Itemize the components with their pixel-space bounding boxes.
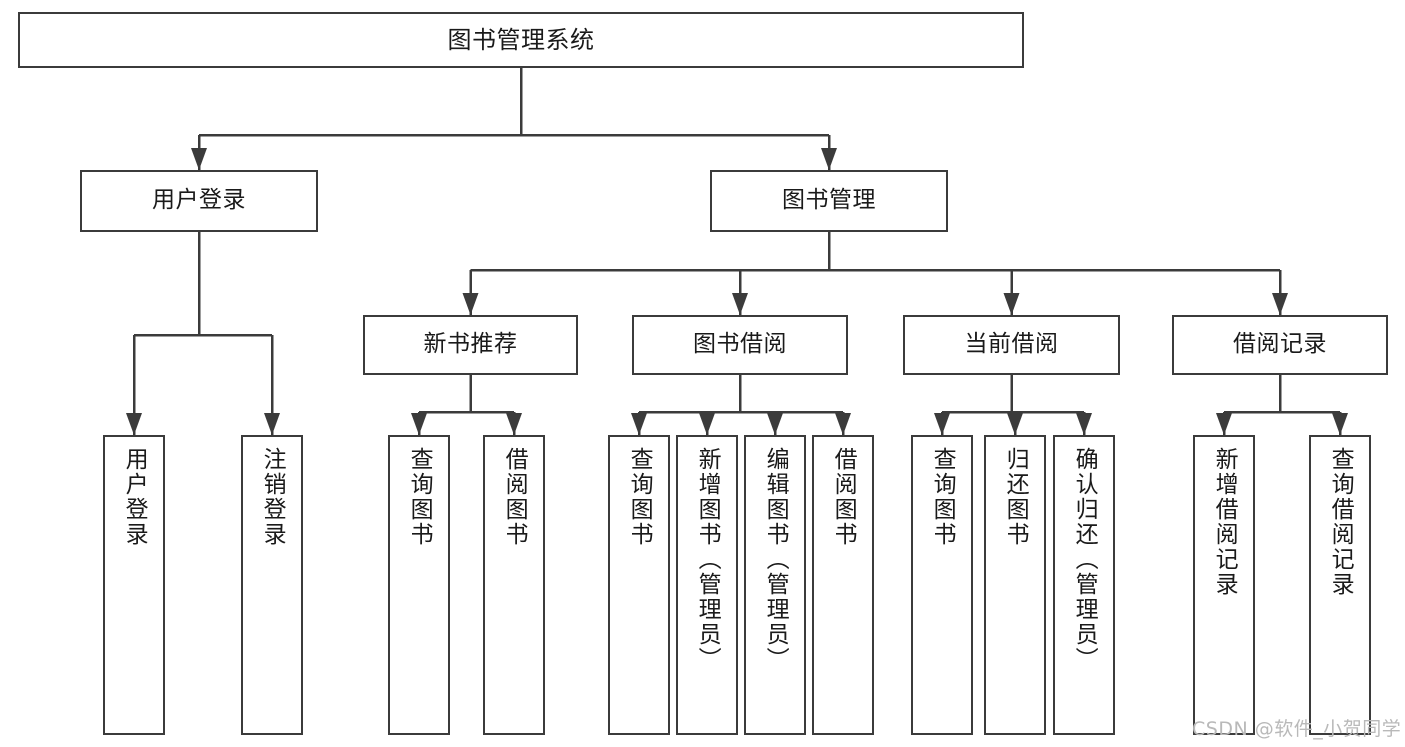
node-label: 注销登录 [259,447,286,547]
connector-arrowhead [821,148,837,170]
node-label: 归还图书 [1002,447,1029,547]
node-label: 借阅图书 [501,447,528,547]
node-current-borrow: 当前借阅 [903,315,1120,375]
connector-arrowhead [934,413,950,435]
node-leaf-borrow-query-book: 查询图书 [608,435,670,735]
connector-arrowhead [264,413,280,435]
node-label: 查询图书 [929,447,956,547]
node-leaf-cur-query-book: 查询图书 [911,435,973,735]
node-borrow-record: 借阅记录 [1172,315,1388,375]
connector-arrowhead [1076,413,1092,435]
node-label: 编辑图书（管理员） [762,447,789,672]
node-root: 图书管理系统 [18,12,1024,68]
node-label: 当前借阅 [964,331,1059,358]
connector-arrowhead [411,413,427,435]
node-label: 借阅图书 [830,447,857,547]
node-label: 图书管理系统 [447,25,595,54]
connector-arrowhead [126,413,142,435]
connector-arrowhead [1003,293,1020,315]
node-leaf-borrow-add-book: 新增图书（管理员） [676,435,738,735]
node-book-borrow: 图书借阅 [632,315,848,375]
node-label: 确认归还（管理员） [1071,447,1098,672]
node-leaf-user-login: 用户登录 [103,435,165,735]
node-label: 查询图书 [626,447,653,547]
node-leaf-rec-query-record: 查询借阅记录 [1309,435,1371,735]
node-label: 查询图书 [406,447,433,547]
connector-arrowhead [1332,413,1348,435]
node-label: 查询借阅记录 [1327,447,1354,597]
connector-arrowhead [699,413,715,435]
connector-arrowhead [732,293,748,315]
node-label: 新增借阅记录 [1211,447,1238,597]
node-new-book-rec: 新书推荐 [363,315,578,375]
node-leaf-rec-add-record: 新增借阅记录 [1193,435,1255,735]
node-book-manage: 图书管理 [710,170,948,232]
node-user-login: 用户登录 [80,170,318,232]
node-leaf-cur-return-book: 归还图书 [984,435,1046,735]
connector-arrowhead [767,413,783,435]
node-leaf-borrow-borrow-book: 借阅图书 [812,435,874,735]
connector-arrowhead [631,413,647,435]
connector-arrowhead [1216,413,1232,435]
node-leaf-cur-confirm-return: 确认归还（管理员） [1053,435,1115,735]
connector-arrowhead [1272,293,1288,315]
node-label: 用户登录 [152,187,246,214]
node-label: 借阅记录 [1233,331,1327,358]
node-leaf-borrow-edit-book: 编辑图书（管理员） [744,435,806,735]
connector-arrowhead [1007,413,1023,435]
connector-arrowhead [506,413,522,435]
node-label: 新书推荐 [423,331,518,358]
node-label: 图书管理 [782,187,876,214]
node-leaf-user-logout: 注销登录 [241,435,303,735]
connector-arrowhead [835,413,851,435]
node-label: 新增图书（管理员） [694,447,721,672]
node-label: 图书借阅 [693,331,787,358]
csdn-watermark: CSDN @软件_小贺同学 [1192,718,1402,740]
node-leaf-rec-borrow-book: 借阅图书 [483,435,545,735]
node-label: 用户登录 [121,447,148,547]
connector-arrowhead [191,148,207,170]
node-leaf-rec-query-book: 查询图书 [388,435,450,735]
connector-arrowhead [462,293,479,315]
